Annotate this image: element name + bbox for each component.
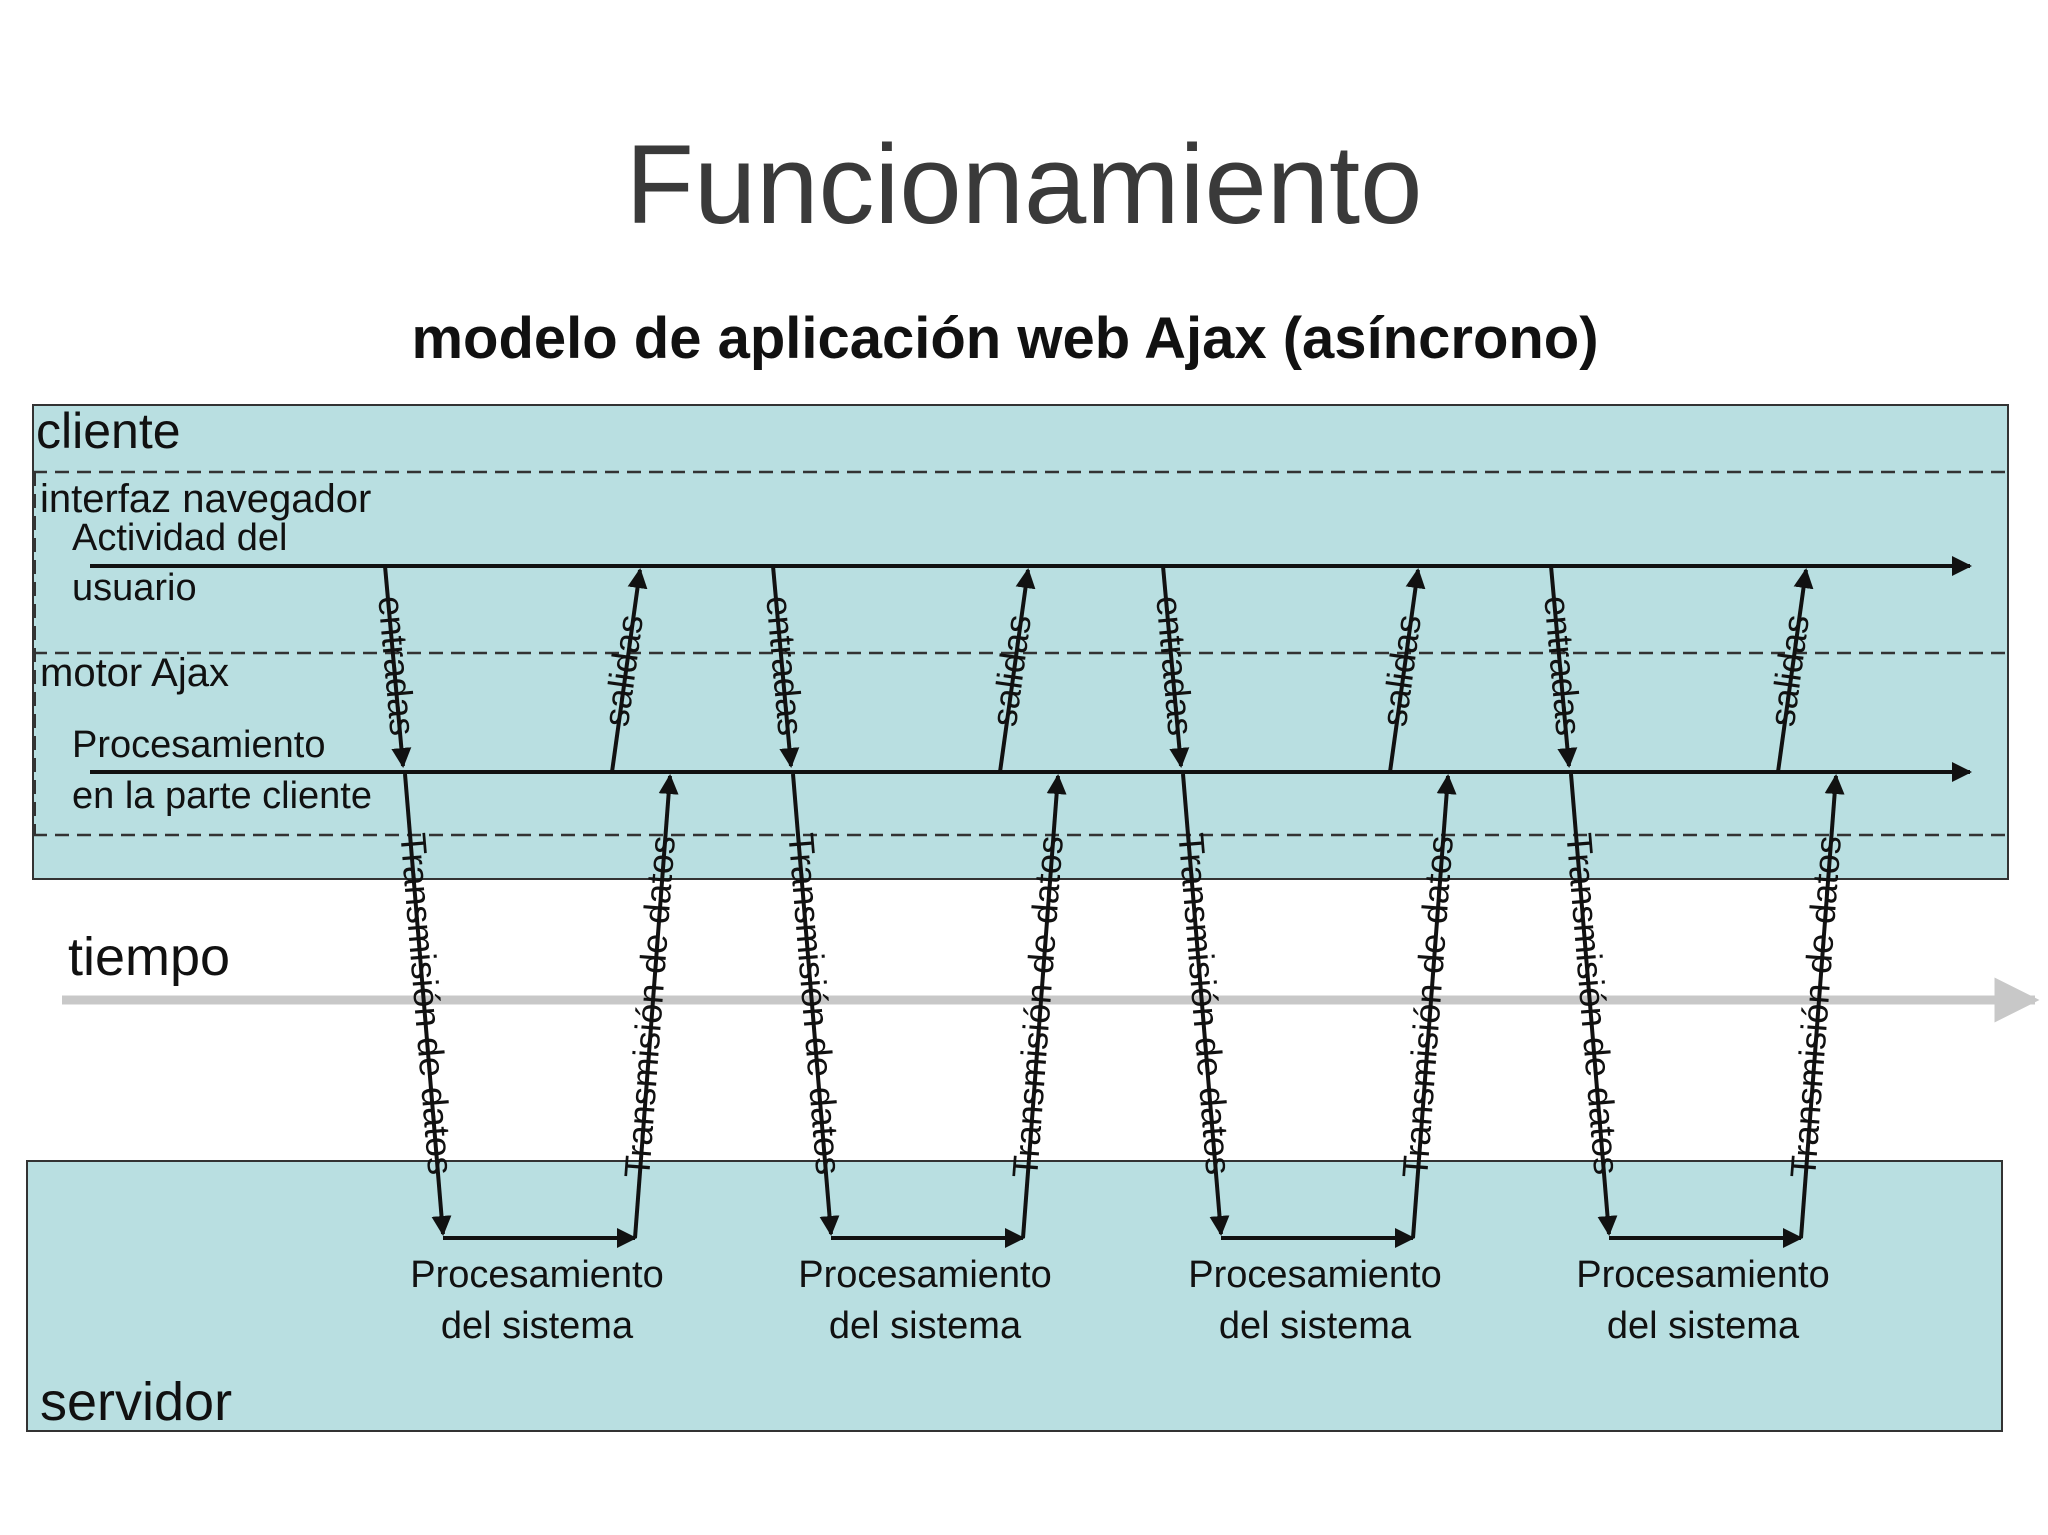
input-arrow	[1161, 565, 1190, 768]
output-arrow	[610, 568, 648, 773]
client-label: cliente	[36, 403, 181, 459]
time-label: tiempo	[68, 927, 230, 987]
output-arrow	[998, 568, 1036, 773]
response-transmission-label: Transmisión de datos	[1004, 834, 1071, 1179]
server-processing-label: Procesamiento	[410, 1254, 663, 1296]
client-processing-label-1: Procesamiento	[72, 724, 325, 766]
server-processing-label: Procesamiento	[798, 1254, 1051, 1296]
user-activity-label-1: Actividad del	[72, 517, 287, 559]
engine-label: motor Ajax	[40, 651, 229, 695]
output-arrow	[1388, 568, 1426, 773]
server-panel	[26, 1160, 2003, 1432]
client-processing-label-2: en la parte cliente	[72, 775, 372, 817]
input-arrow	[771, 565, 800, 768]
server-processing-label: del sistema	[441, 1305, 634, 1347]
response-transmission-arrow	[1411, 774, 1457, 1239]
diagram-title: modelo de aplicación web Ajax (asíncrono…	[411, 306, 1598, 371]
response-transmission-label: Transmisión de datos	[1782, 834, 1849, 1179]
response-transmission-label: Transmisión de datos	[616, 834, 683, 1179]
server-processing-label: Procesamiento	[1188, 1254, 1441, 1296]
response-transmission-label: Transmisión de datos	[1394, 834, 1461, 1179]
send-transmission-arrow	[1569, 773, 1618, 1236]
server-processing-label: del sistema	[1219, 1305, 1412, 1347]
response-transmission-arrow	[1021, 774, 1067, 1239]
server-processing-label: del sistema	[829, 1305, 1022, 1347]
server-label: servidor	[40, 1372, 232, 1432]
send-transmission-arrow	[1181, 773, 1230, 1236]
input-arrow	[1549, 565, 1578, 768]
response-transmission-arrow	[633, 774, 679, 1239]
response-transmission-arrow	[1799, 774, 1845, 1239]
send-transmission-arrow	[791, 773, 840, 1236]
server-processing-label: Procesamiento	[1576, 1254, 1829, 1296]
client-panel	[32, 404, 2009, 880]
output-arrow	[1776, 568, 1814, 773]
slide-title: Funcionamiento	[625, 122, 1423, 247]
user-activity-label-2: usuario	[72, 567, 197, 609]
server-processing-label: del sistema	[1607, 1305, 1800, 1347]
input-arrow	[383, 565, 412, 768]
browser-label: interfaz navegador	[40, 477, 371, 521]
send-transmission-arrow	[403, 773, 452, 1236]
